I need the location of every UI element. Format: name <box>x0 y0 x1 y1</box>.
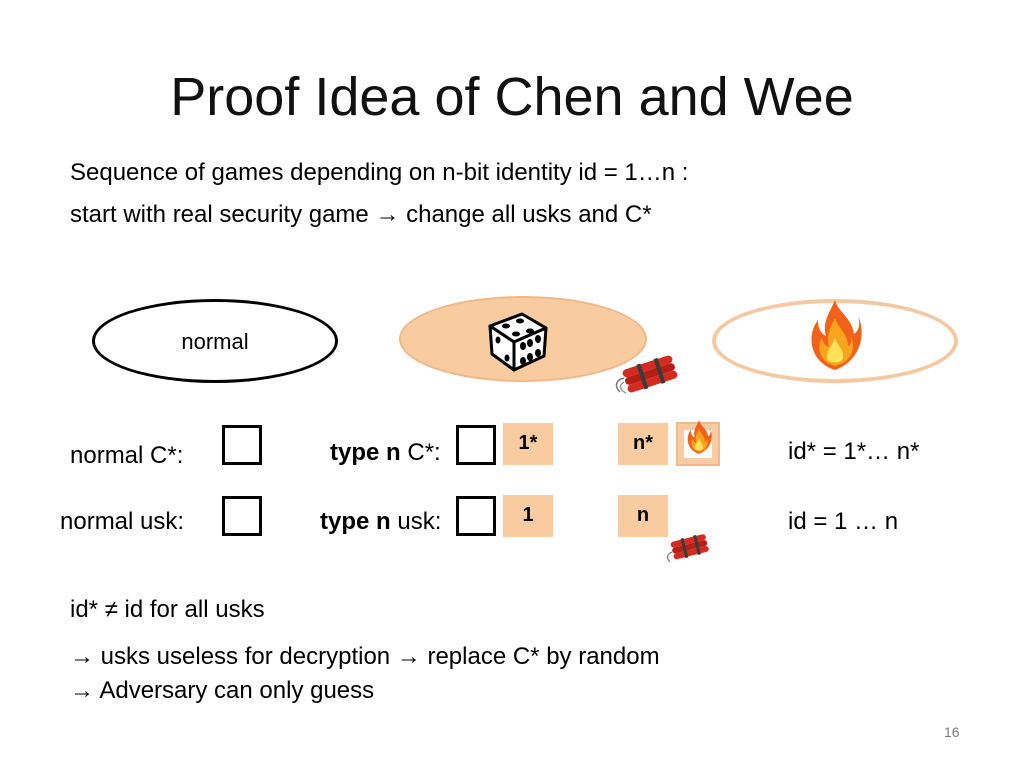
dynamite-icon <box>615 355 678 394</box>
type-c-suffix: C*: <box>400 439 441 466</box>
dice-icon <box>488 312 548 372</box>
tag-1-star: 1* <box>503 423 553 465</box>
tag-n: n <box>618 495 668 537</box>
tag-n-star: n* <box>618 423 668 465</box>
small-fire-icon <box>687 420 712 454</box>
normal-game-ellipse: normal <box>92 299 338 383</box>
normal-usk-box <box>222 496 262 536</box>
id-star-equation: id* = 1*… n* <box>788 438 920 465</box>
conclusion-line-1: id* ≠ id for all usks <box>70 596 265 623</box>
id-equation: id = 1 … n <box>788 508 899 535</box>
normal-game-label: normal <box>181 329 249 354</box>
conclusion-line-3: → Adversary can only guess <box>70 677 375 704</box>
type-n-usk-label: type n usk: <box>320 507 441 537</box>
intro-line-1: Sequence of games depending on n-bit ide… <box>70 159 689 186</box>
fire-box <box>676 420 720 466</box>
type-n-bold-usk: type n <box>320 508 391 535</box>
type-n-ciphertext-label: type n C*: <box>330 438 441 468</box>
tag-1: 1 <box>503 495 553 537</box>
intro-line-2: start with real security game → change a… <box>70 201 652 228</box>
type-n-usk-box <box>456 496 496 536</box>
normal-ciphertext-label: normal C*: <box>70 442 184 469</box>
normal-usk-label: normal usk: <box>60 508 185 535</box>
type-n-ciphertext-box <box>456 425 496 465</box>
type-usk-suffix: usk: <box>390 508 442 535</box>
conclusion-line-2: → usks useless for decryption → replace … <box>70 643 660 670</box>
small-dynamite-icon <box>666 534 709 563</box>
page-number: 16 <box>944 724 960 740</box>
fire-icon <box>811 300 862 370</box>
type-n-bold: type n <box>330 439 401 466</box>
normal-ciphertext-box <box>222 425 262 465</box>
slide-title: Proof Idea of Chen and Wee <box>170 67 854 127</box>
